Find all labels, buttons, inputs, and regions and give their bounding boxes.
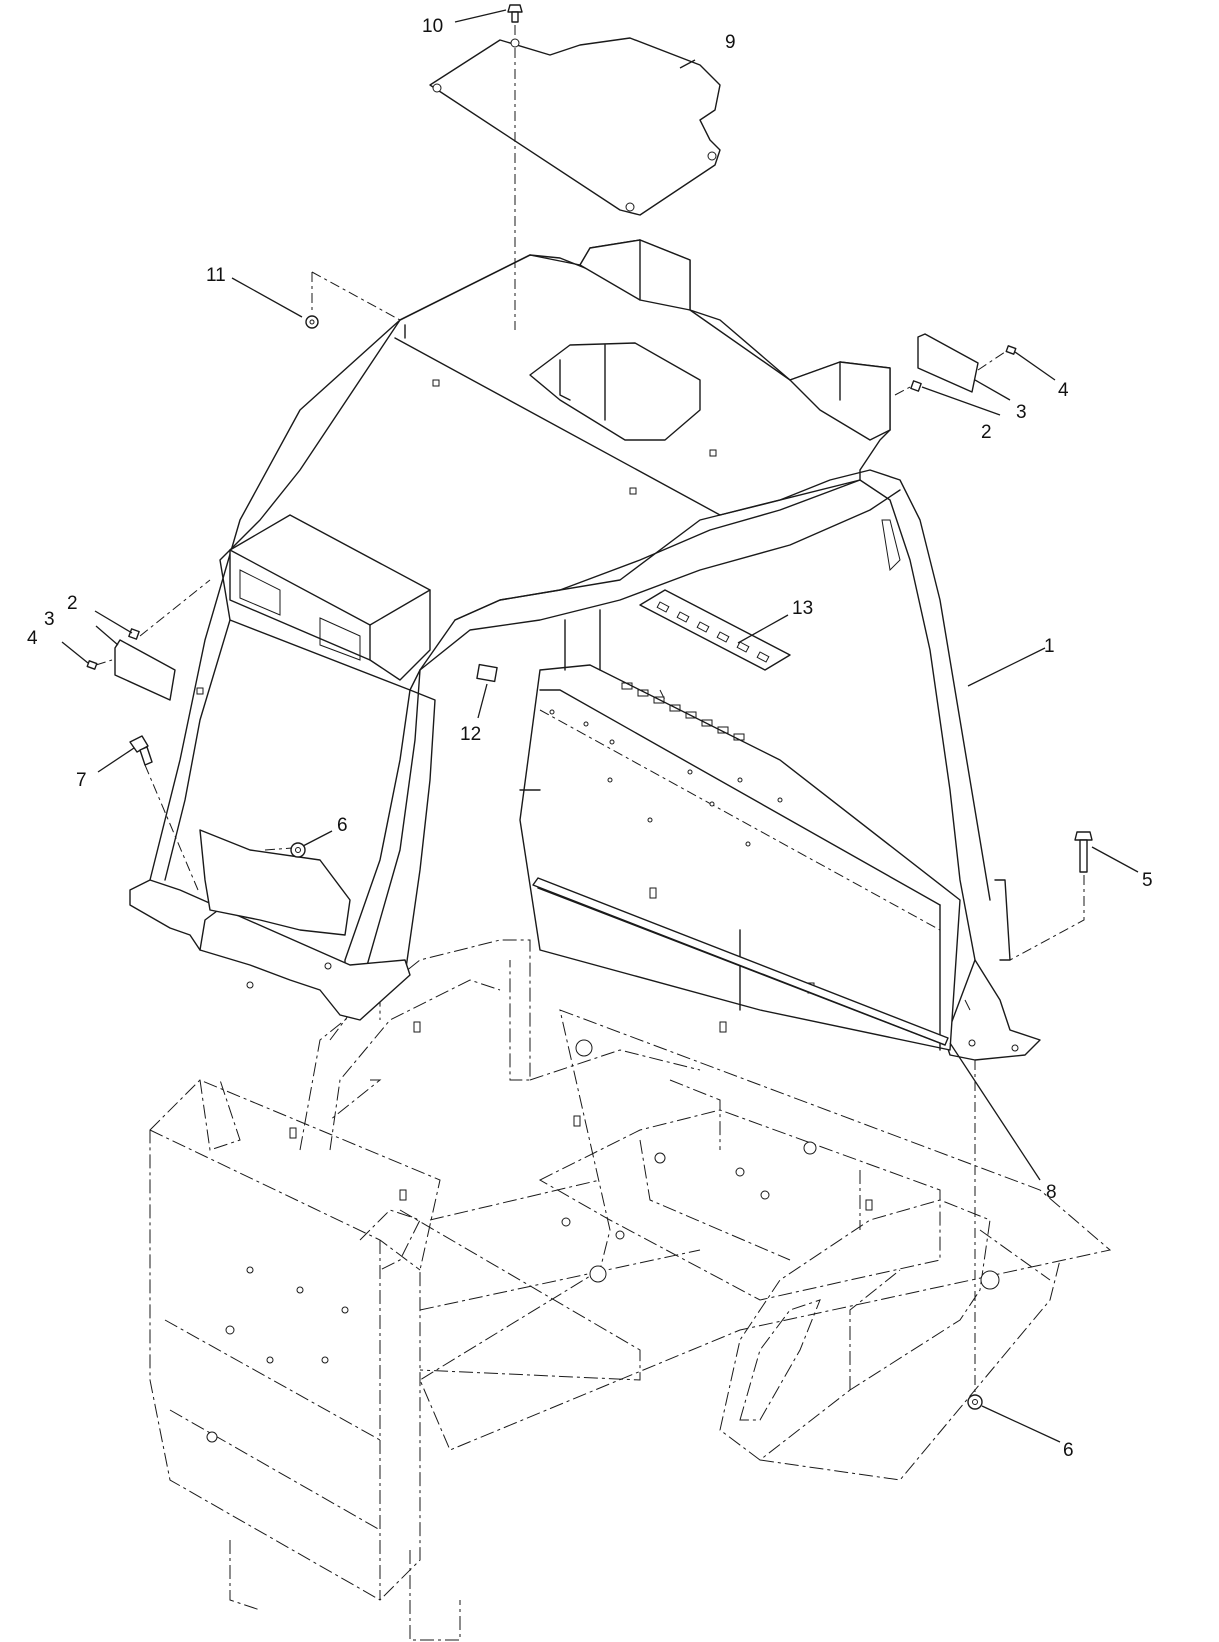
callout-3-left: 3	[44, 609, 55, 630]
callout-10: 10	[422, 16, 443, 37]
callout-6-left: 6	[337, 815, 348, 836]
nut-part-6-left	[290, 842, 306, 858]
callout-1: 1	[1044, 636, 1055, 657]
callout-5: 5	[1142, 870, 1153, 891]
callout-8: 8	[1046, 1182, 1057, 1203]
cover-assembly-left	[86, 628, 176, 701]
assembly-center-lines	[95, 25, 1085, 1395]
bolt-part-5	[1074, 831, 1093, 873]
callout-12: 12	[460, 724, 481, 745]
chassis-frame-phantom	[149, 934, 1112, 1641]
small-decal-part-12	[476, 663, 498, 683]
leader-lines	[61, 9, 1139, 1443]
bolt-part-10	[507, 4, 523, 23]
callout-2-left: 2	[67, 593, 78, 614]
cover-plate-part-9	[429, 37, 721, 216]
callout-4-left: 4	[27, 628, 38, 649]
nut-part-6-right	[967, 1394, 983, 1410]
trim-strip-part-8	[532, 877, 949, 1046]
callout-13: 13	[792, 598, 813, 619]
callout-2-right: 2	[981, 422, 992, 443]
callout-labels: 1 2 2 3 3 4 4 5 6 6 7 8 9 10 11 12 13	[27, 16, 1153, 1461]
hood-frame-part-1	[129, 239, 1041, 1061]
callout-3-right: 3	[1016, 402, 1027, 423]
decal-part-13	[639, 589, 791, 671]
callout-4-right: 4	[1058, 380, 1069, 401]
callout-11: 11	[206, 265, 226, 286]
bolt-part-7	[129, 735, 153, 766]
callout-7: 7	[76, 770, 87, 791]
nut-part-11	[305, 315, 319, 329]
cover-assembly-right	[910, 333, 1017, 393]
callout-6-right: 6	[1063, 1440, 1074, 1461]
callout-9: 9	[725, 32, 736, 53]
